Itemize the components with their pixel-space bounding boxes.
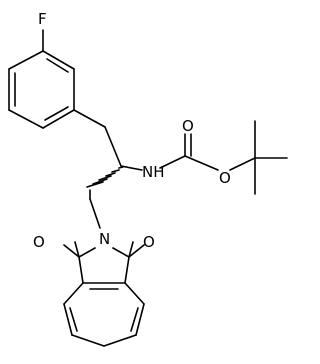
stereo-hash-bond bbox=[86, 166, 124, 188]
fluorine-label: F bbox=[38, 10, 47, 28]
backbone bbox=[73, 109, 288, 195]
ester-oxygen-label: O bbox=[219, 169, 231, 187]
imide-oxygen-left-label: O bbox=[33, 233, 45, 251]
imide-nitrogen-label: N bbox=[99, 230, 110, 248]
phthalimide bbox=[63, 241, 145, 347]
imide-oxygen-right-label: O bbox=[143, 233, 155, 251]
carbamate-nh-label: NH bbox=[142, 163, 165, 181]
carbonyl-oxygen-label: O bbox=[182, 117, 194, 135]
fluorophenyl-ring bbox=[8, 50, 75, 129]
chemical-structure-diagram: F NH O O N O O bbox=[8, 10, 288, 347]
ch2-n-bond-2 bbox=[89, 198, 101, 229]
